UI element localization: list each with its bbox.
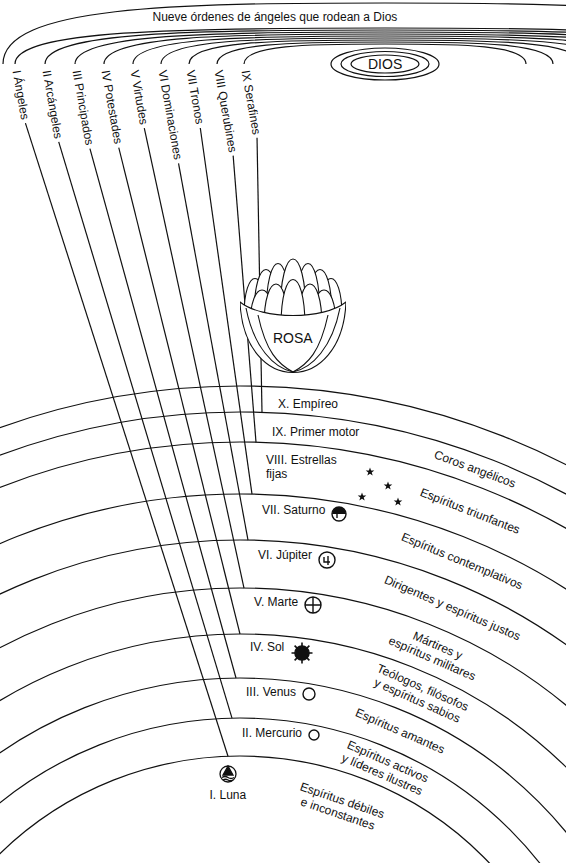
sphere-souls-label: Dirigentes y espíritus justos: [382, 572, 522, 643]
angel-order-label: VIII Querubines: [211, 67, 240, 155]
connector: [144, 128, 244, 588]
angel-order-label: V Virtudes: [127, 67, 151, 128]
sphere-circle: [0, 494, 566, 863]
sphere-circle: [0, 756, 566, 863]
title-wrap: Nueve órdenes de ángeles que rodean a Di…: [149, 10, 402, 24]
sphere-circle: [0, 588, 566, 863]
arc-title: Nueve órdenes de ángeles que rodean a Di…: [149, 10, 402, 24]
god-ring: [351, 55, 419, 73]
sphere-souls-wrap: Espíritus triunfantes: [418, 486, 522, 538]
order-arc: [15, 28, 566, 64]
sphere-souls-wrap: Espíritus contemplativos: [399, 530, 525, 592]
sphere-name-wrap: X. Empíreo: [278, 397, 338, 411]
rose-label-wrap: ROSA: [273, 330, 313, 346]
angel-order-name: VII Tronos: [183, 67, 207, 127]
title-arc: [3, 3, 566, 64]
sphere-circle: [0, 718, 566, 863]
sphere-name-wrap: IV. Sol: [250, 640, 284, 654]
rose-node: ROSA: [240, 236, 346, 392]
sphere-circle: [0, 442, 566, 863]
angel-order-name: VIII Querubines: [211, 67, 240, 155]
order-arc: [161, 38, 566, 64]
sphere-name: I. Luna: [210, 788, 247, 802]
angel-order-name: V Virtudes: [127, 67, 151, 128]
sphere-circle: [0, 634, 566, 863]
angel-order-label: VII Tronos: [183, 67, 207, 127]
order-arc: [75, 32, 566, 64]
rose-drawing: [240, 236, 346, 392]
star: [358, 493, 367, 501]
sphere-souls-wrap: Coros angélicos: [432, 448, 518, 491]
sphere-souls-label: Espíritus contemplativos: [399, 530, 525, 592]
sphere-circle: [0, 412, 566, 863]
angel-order-label: III Principados: [69, 67, 97, 148]
god-label: DIOS: [368, 56, 402, 72]
rose-label: ROSA: [273, 330, 313, 346]
star: [394, 498, 403, 506]
sphere-souls-wrap: Espíritus débiles e inconstantes: [291, 778, 389, 835]
sphere-name-wrap: VII. Saturno: [262, 503, 325, 517]
order-arc: [133, 36, 566, 64]
sphere-name-wrap: I. Luna: [210, 788, 247, 802]
sphere-name: IX. Primer motor: [272, 425, 359, 439]
god-node: DIOS: [330, 47, 440, 81]
angel-order-label: IX Serafines: [238, 67, 264, 138]
sphere-name-wrap: V. Marte: [254, 595, 298, 609]
sphere-souls-label: Espíritus triunfantes: [418, 486, 522, 538]
planet-symbol: [292, 643, 313, 664]
connector-line: [25, 123, 228, 756]
angel-order-name: III Principados: [69, 67, 97, 148]
order-arc: [104, 34, 566, 64]
sphere-name-wrap: VIII. Estrellas fijas: [266, 453, 346, 481]
angel-order-label: IV Potestades: [98, 67, 125, 147]
sphere-name-wrap: VI. Júpiter: [258, 548, 312, 562]
sphere-name: II. Mercurio: [242, 726, 302, 740]
sphere-name-wrap: IX. Primer motor: [272, 425, 359, 439]
sphere-name: V. Marte: [254, 595, 298, 609]
planet-symbol: [319, 552, 335, 568]
angel-order-label: II Arcángeles: [39, 67, 66, 142]
angel-order-label: I Ángeles: [9, 67, 32, 123]
sphere-name: VII. Saturno: [262, 503, 325, 517]
planet-symbol: [303, 688, 315, 700]
angel-order-name: VI Dominaciones: [155, 67, 185, 163]
order-arc: [45, 30, 566, 64]
rose-petal: [240, 302, 346, 373]
planet-symbol: [332, 507, 346, 521]
sphere-circle: [0, 678, 566, 863]
sphere-name: VI. Júpiter: [258, 548, 312, 562]
god-ring: [341, 52, 429, 77]
star: [366, 468, 375, 476]
sphere-souls-wrap: Dirigentes y espíritus justos: [382, 572, 522, 643]
angel-order-name: IV Potestades: [98, 67, 125, 147]
sphere-name-wrap: II. Mercurio: [242, 726, 302, 740]
planet-symbol: [305, 597, 321, 613]
angel-order-label: VI Dominaciones: [155, 67, 185, 163]
angel-order-name: I Ángeles: [9, 67, 32, 123]
sphere-name: III. Venus: [246, 685, 296, 699]
sphere-souls-label: Coros angélicos: [432, 448, 518, 491]
god-ring: [331, 48, 439, 80]
sphere-name: IV. Sol: [250, 640, 284, 654]
sphere-souls-label: Espíritus débiles e inconstantes: [291, 778, 389, 835]
connector-line: [119, 148, 240, 634]
god-label-wrap: DIOS: [368, 56, 402, 72]
planet-symbol: [309, 730, 319, 740]
sphere-name: X. Empíreo: [278, 397, 338, 411]
sphere-name-wrap: III. Venus: [246, 685, 296, 699]
sphere-circle: [0, 540, 566, 863]
angel-order-name: II Arcángeles: [39, 67, 66, 142]
sphere-circle: [0, 386, 566, 863]
star: [384, 482, 393, 490]
connector: [25, 123, 228, 756]
connector: [119, 148, 240, 634]
sphere-name: VIII. Estrellas fijas: [266, 453, 346, 481]
connector-line: [144, 128, 244, 588]
angel-order-name: IX Serafines: [238, 67, 264, 138]
moon-symbol: [220, 766, 236, 782]
